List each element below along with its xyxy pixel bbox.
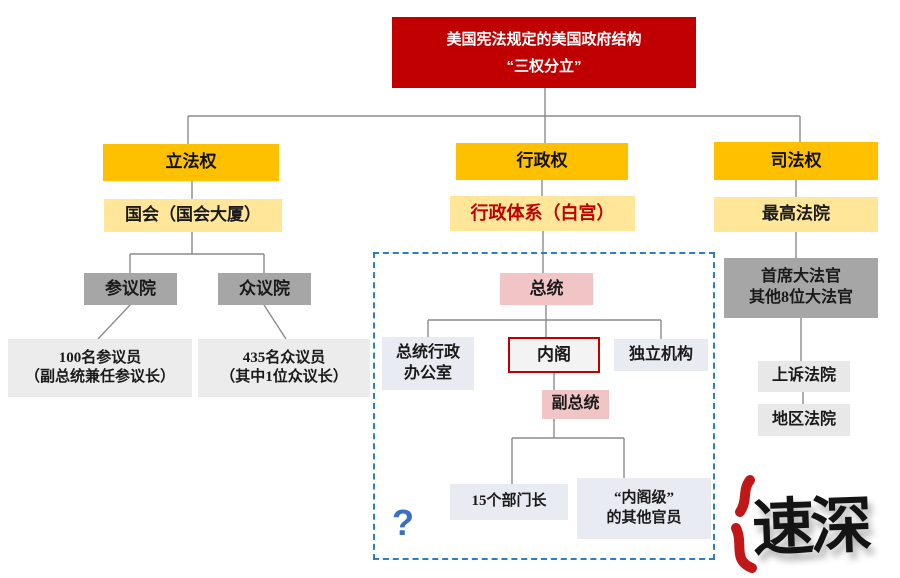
house-members-line2: （其中1位众议长）	[220, 369, 348, 385]
house-members-box: 435名众议员 （其中1位众议长）	[198, 339, 370, 397]
house-box: 众议院	[218, 273, 311, 305]
question-mark: ?	[392, 502, 414, 543]
vice-president-box: 副总统	[542, 390, 609, 419]
senate-box: 参议院	[84, 273, 177, 305]
executive-office-line1: 总统行政	[395, 343, 460, 361]
supreme-court-box: 最高法院	[714, 197, 878, 232]
title-box: 美国宪法规定的美国政府结构 “三权分立”	[392, 17, 696, 88]
cabinet-rank-line2: 的其他官员	[606, 509, 682, 526]
logo-red-stroke-icon	[731, 475, 757, 573]
district-court-box: 地区法院	[758, 404, 850, 436]
cabinet-scope-dashed-box	[373, 252, 715, 560]
appeals-court-box: 上诉法院	[758, 361, 850, 392]
title-line2: “三权分立”	[506, 57, 582, 75]
executive-office-line2: 办公室	[403, 364, 452, 382]
justices-line1: 首席大法官	[760, 268, 841, 286]
logo: 速深	[726, 468, 896, 573]
department-heads-box: 15个部门长	[450, 484, 568, 520]
cabinet-rank-officials-box: “内阁级” 的其他官员	[577, 478, 711, 539]
justices-line2: 其他8位大法官	[748, 289, 853, 306]
justices-box: 首席大法官 其他8位大法官	[724, 258, 878, 318]
title-line1: 美国宪法规定的美国政府结构	[446, 30, 642, 48]
congress-box: 国会（国会大厦）	[104, 199, 282, 232]
judicial-header: 司法权	[714, 142, 878, 180]
senate-members-box: 100名参议员 （副总统兼任参议长）	[8, 339, 192, 397]
cabinet-rank-line1: “内阁级”	[613, 490, 674, 506]
logo-text: 速深	[751, 491, 870, 564]
executive-system-box: 行政体系（白宫）	[450, 196, 635, 231]
senate-members-line1: 100名参议员	[58, 349, 142, 366]
legislative-header: 立法权	[103, 144, 279, 181]
senate-members-line2: （副总统兼任参议长）	[24, 369, 175, 385]
independent-agencies-box: 独立机构	[614, 339, 708, 371]
executive-office-box: 总统行政 办公室	[382, 337, 474, 390]
house-members-line1: 435名众议员	[242, 349, 326, 366]
cabinet-box: 内阁	[508, 337, 600, 373]
president-box: 总统	[500, 273, 593, 305]
executive-header: 行政权	[456, 143, 628, 180]
